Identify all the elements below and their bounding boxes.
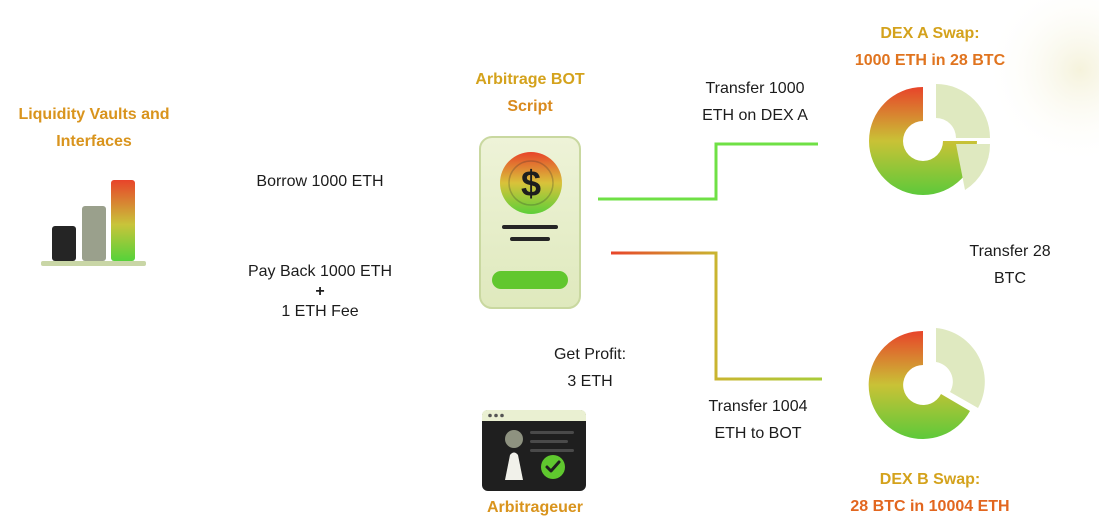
dex-a-title-line-1: DEX A Swap:	[880, 25, 980, 42]
payback-label-plus: +	[315, 283, 325, 300]
arbitrageur-title-text: Arbitrageuer	[486, 499, 584, 516]
user-body-icon	[505, 452, 523, 480]
dex-b-title-line-1: DEX B Swap:	[879, 471, 981, 488]
transfer-to-bot-line-2: ETH to BOT	[714, 425, 802, 442]
dex-b-donut-icon	[868, 328, 985, 439]
dex-a-title: DEX A Swap: 1000 ETH in 28 BTC	[830, 20, 1030, 74]
user-head-icon	[505, 430, 523, 448]
profit-label: Get Profit: 3 ETH	[530, 341, 650, 395]
vaults-title-line-2: Interfaces	[56, 133, 132, 150]
dex-a-title-line-2: 1000 ETH in 28 BTC	[854, 52, 1006, 69]
arbitrageur-window-icon	[482, 410, 586, 491]
transfer-to-dex-a-line	[598, 142, 818, 201]
card-text-line	[502, 225, 558, 229]
transfer-to-bot-line	[611, 251, 822, 381]
payback-label-line-3: 1 ETH Fee	[281, 303, 359, 320]
dex-b-title: DEX B Swap: 28 BTC in 10004 ETH	[825, 466, 1035, 520]
bot-title: Arbitrage BOT Script	[440, 66, 620, 120]
dex-b-title-line-2: 28 BTC in 10004 ETH	[850, 498, 1010, 515]
background-glow	[985, 0, 1099, 165]
arbitrageur-title: Arbitrageuer	[455, 494, 615, 521]
dollar-coin-icon	[500, 152, 562, 214]
transfer-to-dex-a-line-2: ETH on DEX A	[702, 107, 808, 124]
card-button-shape	[492, 271, 568, 289]
dex-a-donut-icon	[869, 84, 991, 195]
bot-title-line-1: Arbitrage BOT	[475, 71, 585, 88]
profit-label-line-2: 3 ETH	[567, 373, 613, 390]
payback-label: Pay Back 1000 ETH + 1 ETH Fee	[215, 262, 425, 322]
vaults-title-line-1: Liquidity Vaults and	[18, 106, 170, 123]
transfer-to-dex-a-line-1: Transfer 1000	[705, 80, 805, 97]
dollar-symbol: $	[521, 163, 541, 204]
payback-label-line-1: Pay Back 1000 ETH	[247, 263, 393, 280]
transfer-btc-line-2: BTC	[994, 270, 1026, 287]
transfer-to-bot-label: Transfer 1004 ETH to BOT	[683, 393, 833, 447]
card-text-line	[510, 237, 550, 241]
transfer-btc-label: Transfer 28 BTC	[945, 238, 1075, 292]
transfer-btc-line-1: Transfer 28	[969, 243, 1051, 260]
borrow-label-text: Borrow 1000 ETH	[256, 173, 384, 190]
bot-title-line-2: Script	[507, 98, 553, 115]
vaults-title: Liquidity Vaults and Interfaces	[4, 101, 184, 155]
transfer-to-bot-line-1: Transfer 1004	[708, 398, 808, 415]
bot-script-card: $	[479, 136, 581, 309]
borrow-label: Borrow 1000 ETH	[230, 168, 410, 195]
liquidity-vault-icon	[41, 180, 146, 266]
profit-label-line-1: Get Profit:	[553, 346, 627, 363]
transfer-to-dex-a-label: Transfer 1000 ETH on DEX A	[680, 75, 830, 129]
